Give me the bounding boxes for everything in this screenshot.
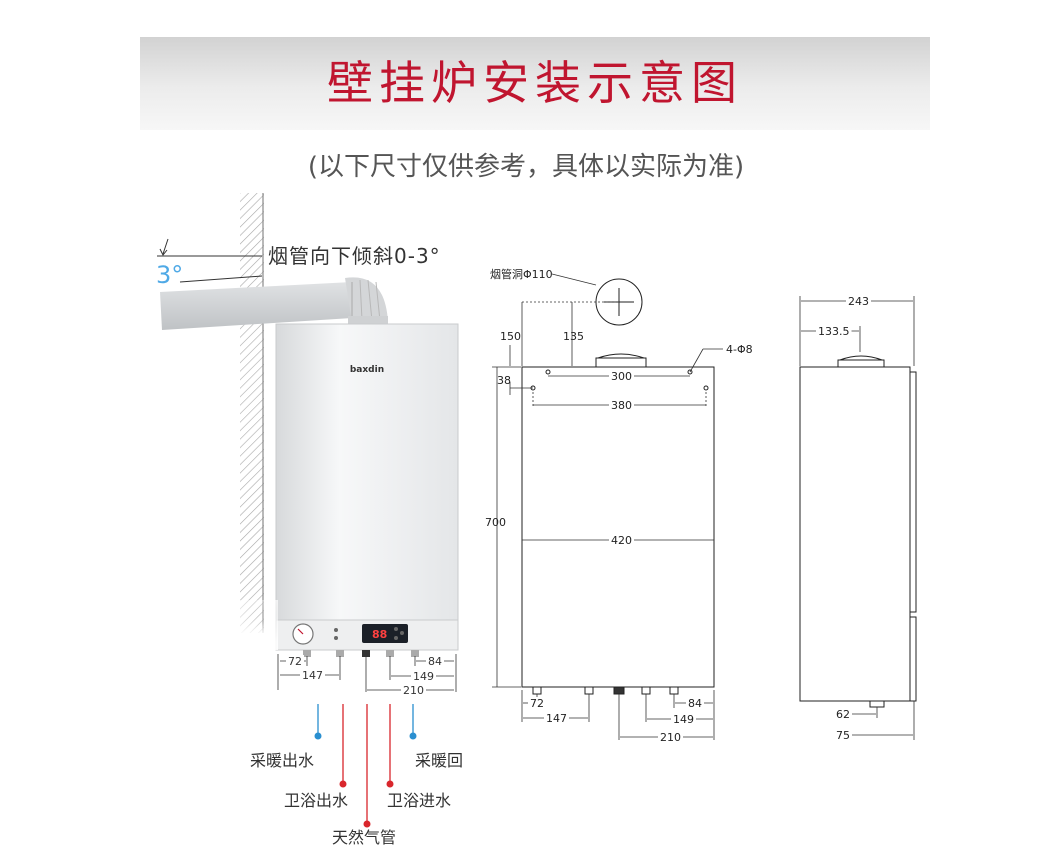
slope-indicator: 3° [156,238,263,289]
side-dim-133-5: 133.5 [818,325,850,338]
mounting-holes-label: 4-Φ8 [726,343,753,356]
flue-duct [160,277,388,330]
wall-hatch [236,193,268,638]
side-dim-75: 75 [836,729,850,742]
left-dim-147: 147 [302,669,323,682]
left-dim-72: 72 [288,655,302,668]
pipe-labels: 采暖出水 采暖回 卫浴出水 卫浴进水 天然气管 [250,751,463,847]
display-reading: 88 [372,628,387,641]
label-heating-return: 采暖回 [415,751,463,770]
front-dim-420: 420 [611,534,632,547]
brand-logo: baxdin [350,365,384,375]
front-dim-38: 38 [497,374,511,387]
front-drawing [521,278,715,695]
side-dimension-labels: 243 133.5 62 75 [816,295,871,742]
front-dim-135: 135 [563,330,584,343]
page-title: 壁挂炉安装示意图 [327,56,743,110]
front-dim-380: 380 [611,399,632,412]
front-dim-149: 149 [673,713,694,726]
front-dim-147: 147 [546,712,567,725]
left-dim-210: 210 [403,684,424,697]
front-dimension-lines [492,273,723,740]
front-dim-84: 84 [688,697,702,710]
front-dim-150: 150 [500,330,521,343]
front-dim-300: 300 [611,370,632,383]
pipe-leaders [314,704,417,828]
front-dim-72: 72 [530,697,544,710]
boiler-illustration: baxdin 88 [238,323,459,657]
side-dim-243: 243 [848,295,869,308]
flue-hole-label: 烟管洞Φ110 [490,267,553,281]
left-dim-149: 149 [413,670,434,683]
label-bath-in: 卫浴进水 [387,791,451,810]
side-dim-62: 62 [836,708,850,721]
front-dim-700: 700 [485,516,506,529]
side-drawing [799,355,917,708]
left-dimension-labels: 72 147 84 149 210 [286,655,444,697]
left-dim-84: 84 [428,655,442,668]
front-dim-210: 210 [660,731,681,744]
label-bath-out: 卫浴出水 [284,791,348,810]
flue-slope-note: 烟管向下倾斜0-3° [268,244,441,268]
side-dimension-lines [799,296,915,740]
title-banner: 壁挂炉安装示意图 [140,37,930,130]
page-subtitle: (以下尺寸仅供参考，具体以实际为准) [307,152,745,182]
label-gas: 天然气管 [332,828,396,847]
front-dimension-labels: 烟管洞Φ110 150 135 4-Φ8 38 300 380 700 420 … [485,267,753,744]
slope-angle: 3° [156,261,183,289]
label-heating-out: 采暖出水 [250,751,314,770]
